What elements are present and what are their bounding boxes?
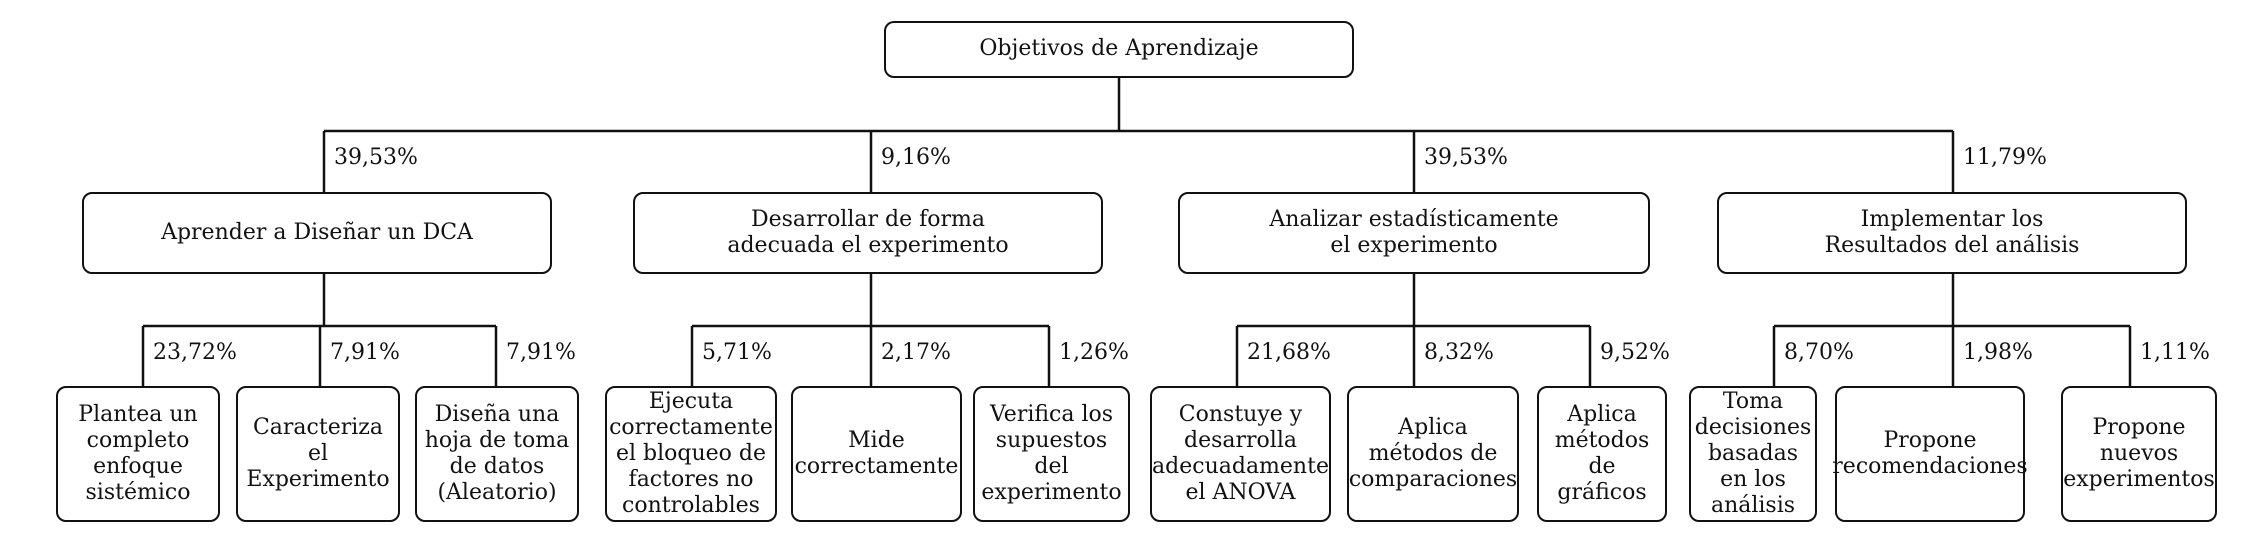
- criterion-2-2-node-label: Mide correctamente: [794, 428, 959, 479]
- objective-2-node-label: Desarrollar de forma adecuada el experim…: [727, 206, 1009, 258]
- criterion-3-1-node: Constuye y desarrolla adecuadamente el A…: [1150, 386, 1331, 522]
- criterion-2-2-weight: 2,17%: [881, 340, 951, 365]
- criterion-2-3-node-label: Verifica los supuestos del experimento: [981, 402, 1122, 505]
- criterion-4-3-node: Propone nuevos experimentos: [2061, 386, 2217, 522]
- criterion-1-1-node: Plantea un completo enfoque sistémico: [56, 386, 220, 522]
- criterion-2-3-node: Verifica los supuestos del experimento: [973, 386, 1130, 522]
- objective-2-node: Desarrollar de forma adecuada el experim…: [633, 192, 1103, 274]
- objective-3-node: Analizar estadísticamente el experimento: [1178, 192, 1650, 274]
- criterion-4-3-node-label: Propone nuevos experimentos: [2063, 415, 2215, 492]
- criterion-3-2-weight: 8,32%: [1424, 340, 1494, 365]
- objective-4-node-label: Implementar los Resultados del análisis: [1824, 206, 2080, 258]
- criterion-1-1-weight: 23,72%: [153, 340, 237, 365]
- objective-1-weight: 39,53%: [334, 145, 418, 170]
- criterion-4-2-node: Propone recomendaciones: [1832, 386, 2028, 522]
- objective-2-weight: 9,16%: [881, 145, 951, 170]
- criterion-2-2-node: Mide correctamente: [791, 386, 962, 522]
- criterion-3-2-node-label: Aplica métodos de comparaciones: [1348, 415, 1518, 492]
- root-node-label: Objetivos de Aprendizaje: [979, 36, 1259, 62]
- criterion-1-2-weight: 7,91%: [330, 340, 400, 365]
- criterion-3-3-node-label: Aplica métodos de gráficos: [1554, 402, 1650, 505]
- criterion-2-1-node: Ejecuta correctamente el bloqueo de fact…: [605, 386, 777, 522]
- criterion-3-3-weight: 9,52%: [1600, 340, 1670, 365]
- criterion-3-1-node-label: Constuye y desarrolla adecuadamente el A…: [1152, 402, 1329, 505]
- criterion-4-1-node: Toma decisiones basadas en los análisis: [1689, 386, 1817, 522]
- criterion-3-2-node: Aplica métodos de comparaciones: [1347, 386, 1519, 522]
- criterion-1-2-node: Caracteriza el Experimento: [236, 386, 400, 522]
- objective-4-weight: 11,79%: [1963, 145, 2047, 170]
- criterion-4-2-weight: 1,98%: [1963, 340, 2033, 365]
- criterion-3-3-node: Aplica métodos de gráficos: [1537, 386, 1667, 522]
- criterion-1-3-node: Diseña una hoja de toma de datos (Aleato…: [415, 386, 579, 522]
- objective-1-node-label: Aprender a Diseñar un DCA: [161, 219, 473, 245]
- objective-4-node: Implementar los Resultados del análisis: [1717, 192, 2187, 274]
- criterion-2-1-node-label: Ejecuta correctamente el bloqueo de fact…: [609, 389, 773, 518]
- criterion-1-3-weight: 7,91%: [506, 340, 576, 365]
- criterion-4-2-node-label: Propone recomendaciones: [1832, 428, 2028, 479]
- criterion-1-2-node-label: Caracteriza el Experimento: [246, 415, 390, 492]
- criterion-2-1-weight: 5,71%: [702, 340, 772, 365]
- criterion-2-3-weight: 1,26%: [1059, 340, 1129, 365]
- objective-3-weight: 39,53%: [1424, 145, 1508, 170]
- criterion-1-1-node-label: Plantea un completo enfoque sistémico: [78, 402, 198, 505]
- criterion-4-1-node-label: Toma decisiones basadas en los análisis: [1694, 389, 1812, 518]
- criterion-4-1-weight: 8,70%: [1784, 340, 1854, 365]
- objective-1-node: Aprender a Diseñar un DCA: [82, 192, 552, 274]
- objective-3-node-label: Analizar estadísticamente el experimento: [1269, 206, 1559, 258]
- criterion-4-3-weight: 1,11%: [2140, 340, 2210, 365]
- root-node: Objetivos de Aprendizaje: [884, 21, 1354, 78]
- criterion-3-1-weight: 21,68%: [1247, 340, 1331, 365]
- criterion-1-3-node-label: Diseña una hoja de toma de datos (Aleato…: [424, 402, 570, 505]
